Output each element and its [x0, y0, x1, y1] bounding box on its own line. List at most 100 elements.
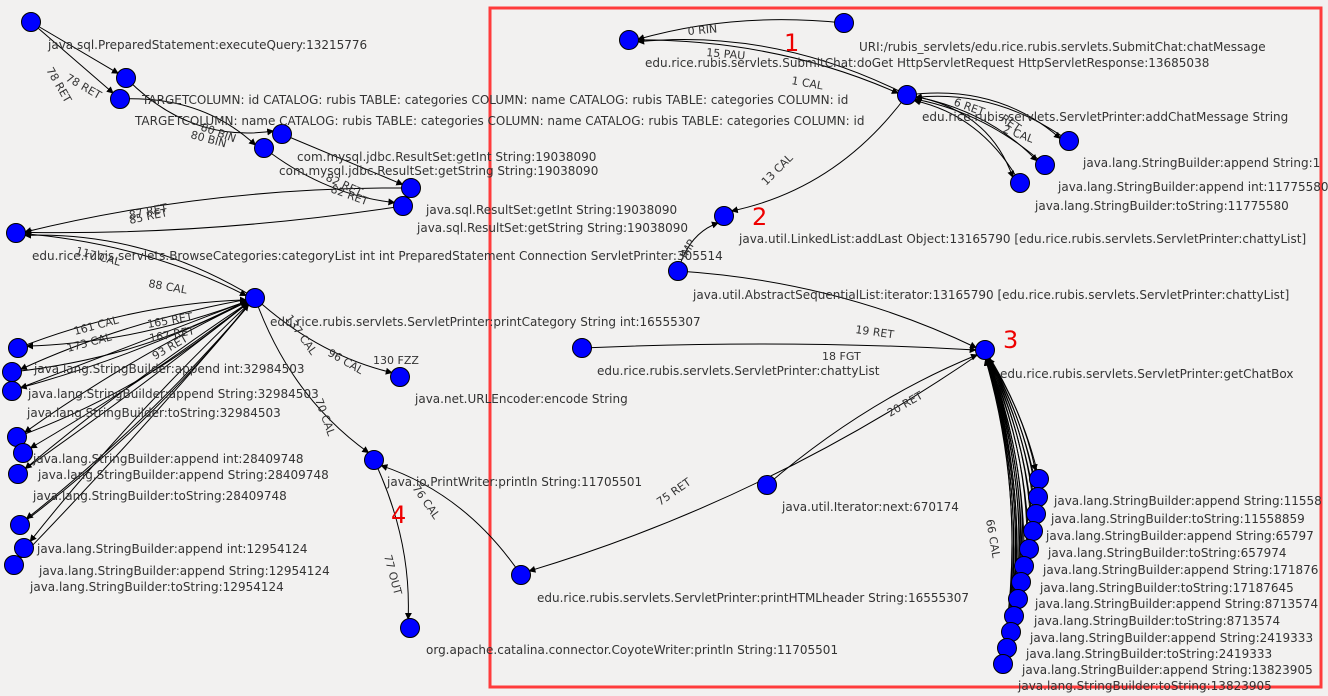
node-addChat[interactable] [897, 85, 917, 105]
node-rc8[interactable] [1008, 589, 1028, 609]
node-label-rsString: java.sql.ResultSet:getString String:1903… [416, 221, 688, 235]
node-q1[interactable] [116, 68, 136, 88]
node-label-rc8: java.lang.StringBuilder:toString:8713574 [1033, 614, 1280, 628]
node-label-sbA1: java.lang.StringBuilder:append int:32984… [33, 362, 305, 376]
edge-doGet-addChat [628, 39, 899, 94]
node-coyote[interactable] [400, 618, 420, 638]
node-sbAppInt[interactable] [1035, 155, 1055, 175]
edge-rsInt-browse [24, 205, 404, 236]
node-label-rc5: java.lang.StringBuilder:append String:17… [1042, 563, 1318, 577]
edge-label-e_cal13: 13 CAL [759, 151, 796, 188]
node-label-sbApp1: java.lang.StringBuilder:append String:1 [1082, 156, 1320, 170]
edge-sbA1-printCat [17, 296, 247, 349]
node-rc1[interactable] [1029, 469, 1049, 489]
node-printCat[interactable] [245, 288, 265, 308]
node-label-sbA5: java.lang.StringBuilder:append int:12954… [36, 542, 308, 556]
node-rc3[interactable] [1026, 504, 1046, 524]
node-label-sbA2: java.lang.StringBuilder:append String:32… [27, 387, 319, 401]
edge-label-e_doget: 15 PAU [706, 46, 746, 62]
edge-printCat-sbA6 [29, 297, 256, 542]
edge-browse-printCat [15, 232, 247, 297]
node-label-col1: TARGETCOLUMN: id CATALOG: rubis TABLE: c… [141, 93, 848, 107]
node-printHTML[interactable] [511, 565, 531, 585]
node-label-iter: java.util.AbstractSequentialList:iterato… [692, 288, 1289, 302]
edge-printCat-println [254, 297, 370, 454]
node-sbT1[interactable] [2, 381, 22, 401]
node-println[interactable] [364, 450, 384, 470]
node-top_a[interactable] [21, 12, 41, 32]
node-label-rc9: java.lang.StringBuilder:append String:24… [1029, 631, 1313, 645]
node-sbT3[interactable] [4, 555, 24, 575]
node-label-q1: java.sql.PreparedStatement:executeQuery:… [47, 38, 367, 52]
node-uri[interactable] [834, 13, 854, 33]
node-sbApp1[interactable] [1059, 131, 1079, 151]
edge-addChat-addLast [730, 94, 908, 214]
marker-1: 1 [784, 29, 799, 57]
node-addLast[interactable] [714, 206, 734, 226]
node-label-rc7: java.lang.StringBuilder:append String:87… [1034, 597, 1318, 611]
node-rsInt[interactable] [393, 196, 413, 216]
edge-label-e_uri: 0 RIN [687, 22, 718, 38]
node-label-uri: URI:/rubis_servlets/edu.rice.rubis.servl… [859, 40, 1266, 54]
edge-label-e_ret75: 75 RET [654, 475, 693, 508]
edge-sbA5-printCat [19, 303, 249, 526]
edge-addChat-doGet [637, 37, 908, 96]
edge-sbT2-printCat [17, 302, 249, 475]
node-label-rc6: java.lang.StringBuilder:toString:1718764… [1039, 581, 1294, 595]
node-rc7[interactable] [1011, 572, 1031, 592]
node-label-printHTML: edu.rice.rubis.servlets.ServletPrinter:p… [537, 591, 969, 605]
node-label-sbT2: java.lang.StringBuilder:toString:2840974… [32, 489, 287, 503]
node-doGet[interactable] [619, 30, 639, 50]
node-sbA4[interactable] [13, 443, 33, 463]
node-getChat[interactable] [975, 340, 995, 360]
node-sbTo1[interactable] [1010, 173, 1030, 193]
node-rc4[interactable] [1023, 521, 1043, 541]
edge-println-coyote [373, 459, 412, 620]
node-label-rc11: java.lang.StringBuilder:append String:13… [1021, 663, 1313, 677]
node-label-rc10: java.lang.StringBuilder:toString:2419333 [1025, 647, 1272, 661]
node-label-sbTo1: java.lang.StringBuilder:toString:1177558… [1034, 199, 1289, 213]
node-sbA1[interactable] [8, 338, 28, 358]
node-label-getInt: com.mysql.jdbc.ResultSet:getInt String:1… [297, 150, 596, 164]
node-next[interactable] [757, 475, 777, 495]
edge-next-getChat [766, 353, 978, 486]
edge-sbT1-printCat [11, 300, 248, 392]
node-getInt[interactable] [254, 138, 274, 158]
node-sbA2[interactable] [2, 362, 22, 382]
node-label-browse: edu.rice.rubis.servlets.BrowseCategories… [32, 249, 723, 263]
node-label-coyote: org.apache.catalina.connector.CoyoteWrit… [426, 643, 838, 657]
edge-sbA2-printCat [11, 300, 248, 373]
node-label-rc12: java.lang.StringBuilder:toString:1382390… [1017, 679, 1272, 693]
edge-sbApp1-addChat [914, 93, 1070, 142]
edge-uri-doGet [637, 19, 845, 41]
node-sbT2[interactable] [8, 464, 28, 484]
node-rc2[interactable] [1028, 487, 1048, 507]
node-iter[interactable] [668, 261, 688, 281]
edge-label-e_ret19: 19 RET [855, 323, 896, 341]
node-label-sbAppInt: java.lang.StringBuilder:append int:11775… [1057, 180, 1328, 194]
edge-label-e_pc2: 96 CAL [326, 346, 367, 377]
node-label-sbA3: java.lang.StringBuilder:append int:28409… [32, 452, 304, 466]
node-col2[interactable] [272, 124, 292, 144]
node-label-rc1: java.lang.StringBuilder:append String:11… [1053, 494, 1322, 508]
node-getString[interactable] [401, 178, 421, 198]
marker-3: 3 [1003, 326, 1018, 354]
node-label-rc3: java.lang.StringBuilder:append String:65… [1045, 529, 1314, 543]
node-sbA5[interactable] [10, 515, 30, 535]
node-sbA6[interactable] [14, 538, 34, 558]
node-col1[interactable] [110, 89, 130, 109]
edge-top_a-q1 [30, 21, 119, 74]
node-rc5[interactable] [1019, 539, 1039, 559]
edge-addChat-sbApp1 [906, 92, 1061, 140]
edge-printCat-browse [23, 231, 256, 299]
node-chatty[interactable] [572, 338, 592, 358]
node-label-sbT1: java.lang.StringBuilder:toString:3298450… [26, 406, 281, 420]
node-urlenc[interactable] [390, 367, 410, 387]
node-rc12[interactable] [993, 654, 1013, 674]
node-label-rc2: java.lang.StringBuilder:toString:1155885… [1050, 512, 1305, 526]
node-browse[interactable] [6, 223, 26, 243]
edge-label-e_cal1: 1 CAL [790, 74, 824, 92]
edge-sbAppInt-addChat [914, 96, 1046, 166]
